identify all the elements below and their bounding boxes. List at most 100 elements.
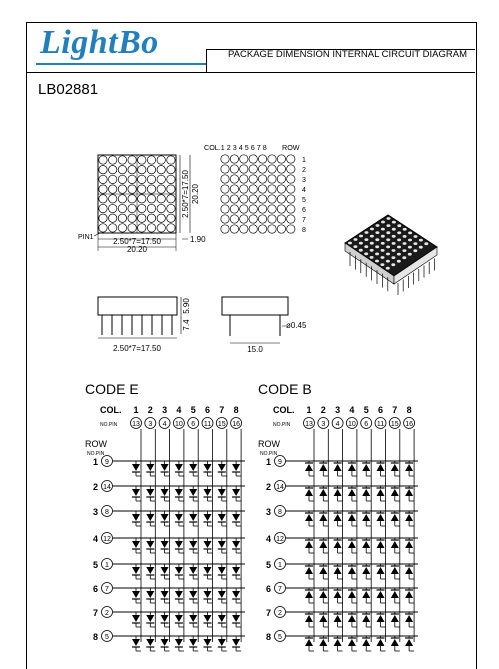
pin-grid-led <box>220 214 230 224</box>
diode-triangle <box>333 639 342 646</box>
diode-triangle <box>146 489 155 496</box>
row-pin-number: 8 <box>278 509 282 516</box>
col-pin-circle <box>130 417 142 429</box>
led-diode <box>376 588 386 604</box>
pin-grid-led <box>239 174 249 184</box>
led-diode <box>203 612 213 628</box>
row-pin-number: 5 <box>278 634 282 641</box>
led-diode <box>232 486 242 502</box>
led-diode <box>305 461 314 477</box>
diode-triangle <box>160 541 169 548</box>
row-pin-number: 1 <box>105 562 109 569</box>
led-diode <box>146 511 156 527</box>
module-led-dot <box>391 249 396 252</box>
diode-triangle <box>132 541 140 548</box>
diode-triangle <box>376 567 385 574</box>
module-led-dot <box>364 245 369 249</box>
led-diode <box>217 538 227 554</box>
matrix-front-led <box>146 184 157 194</box>
diode-triangle <box>174 567 183 574</box>
led-diode <box>146 564 156 580</box>
no-pin-label: NO.PIN <box>100 422 118 428</box>
row-number: 6 <box>93 584 98 594</box>
module-led-dot <box>380 241 385 245</box>
module-led-dot <box>386 217 391 220</box>
pin-grid-led <box>286 154 296 164</box>
pin-grid-led <box>286 194 296 204</box>
pin-grid-led <box>229 164 239 174</box>
header-title: PACKAGE DIMENSION INTERNAL CIRCUIT DIAGR… <box>228 49 467 60</box>
diode-triangle <box>132 489 140 496</box>
diode-triangle <box>347 639 356 646</box>
matrix-front-led <box>166 174 176 184</box>
matrix-front-led <box>166 223 176 233</box>
led-diode <box>217 486 227 502</box>
matrix-front-led <box>137 203 147 214</box>
diode-triangle <box>362 489 371 496</box>
diode-triangle <box>319 567 328 574</box>
row-pin-number: 5 <box>105 634 109 641</box>
matrix-front-led <box>108 184 118 194</box>
row-pin-circle <box>101 455 113 467</box>
diode-triangle <box>160 639 169 646</box>
led-diode <box>132 486 141 502</box>
led-diode <box>333 486 343 502</box>
diode-triangle <box>333 591 342 598</box>
diode-triangle <box>390 489 399 496</box>
row-heading: ROW <box>85 439 108 449</box>
pin-grid-led <box>286 174 296 184</box>
led-diode <box>376 486 386 502</box>
row-pin-number: 2 <box>278 610 282 617</box>
led-diode <box>174 588 184 604</box>
led-diode <box>217 636 227 652</box>
pin-grid-led <box>220 204 230 214</box>
row-number: 2 <box>302 167 306 174</box>
led-diode <box>160 564 170 580</box>
module-led-dot <box>385 259 390 263</box>
led-diode <box>217 588 227 604</box>
col-pin-circle <box>187 417 200 429</box>
diode-triangle <box>146 591 155 598</box>
matrix-front-led <box>137 155 147 165</box>
led-diode <box>305 538 314 554</box>
matrix-front-led <box>98 174 108 184</box>
led-diode <box>146 588 156 604</box>
matrix-front-led <box>156 194 166 204</box>
pin-grid-led <box>276 164 286 174</box>
col-number: 2 <box>321 405 326 415</box>
led-diode <box>319 538 329 554</box>
row-number: 8 <box>302 227 306 234</box>
led-diode <box>376 636 386 652</box>
led-diode <box>390 636 400 652</box>
module-led-dot <box>364 238 369 242</box>
matrix-front-led <box>156 213 166 223</box>
led-diode <box>305 564 314 580</box>
led-diode <box>132 588 141 604</box>
led-diode <box>362 486 372 502</box>
col-pin-number: 16 <box>232 421 240 428</box>
led-diode <box>362 564 372 580</box>
col-pin-number: 16 <box>405 421 413 428</box>
diode-triangle <box>132 615 140 622</box>
diode-triangle <box>160 489 169 496</box>
row-number: 4 <box>266 534 271 544</box>
module-right-face <box>393 246 438 285</box>
module-led-dot <box>402 227 407 231</box>
pin-grid-led <box>258 154 268 164</box>
pin-grid-led <box>229 214 239 224</box>
matrix-front-led <box>166 165 176 175</box>
diode-triangle <box>305 541 313 548</box>
led-diode <box>146 636 156 652</box>
diode-triangle <box>333 615 342 622</box>
diode-triangle <box>362 464 371 471</box>
diode-triangle <box>305 489 313 496</box>
pin-grid-led <box>229 184 239 194</box>
diode-triangle <box>132 514 140 521</box>
matrix-front-led <box>127 213 137 223</box>
col-number: 1 <box>133 405 138 415</box>
module-3d-view <box>344 214 438 295</box>
led-diode <box>319 511 329 527</box>
diode-triangle <box>362 514 371 521</box>
led-diode <box>333 612 343 628</box>
module-led-dot <box>364 252 369 256</box>
